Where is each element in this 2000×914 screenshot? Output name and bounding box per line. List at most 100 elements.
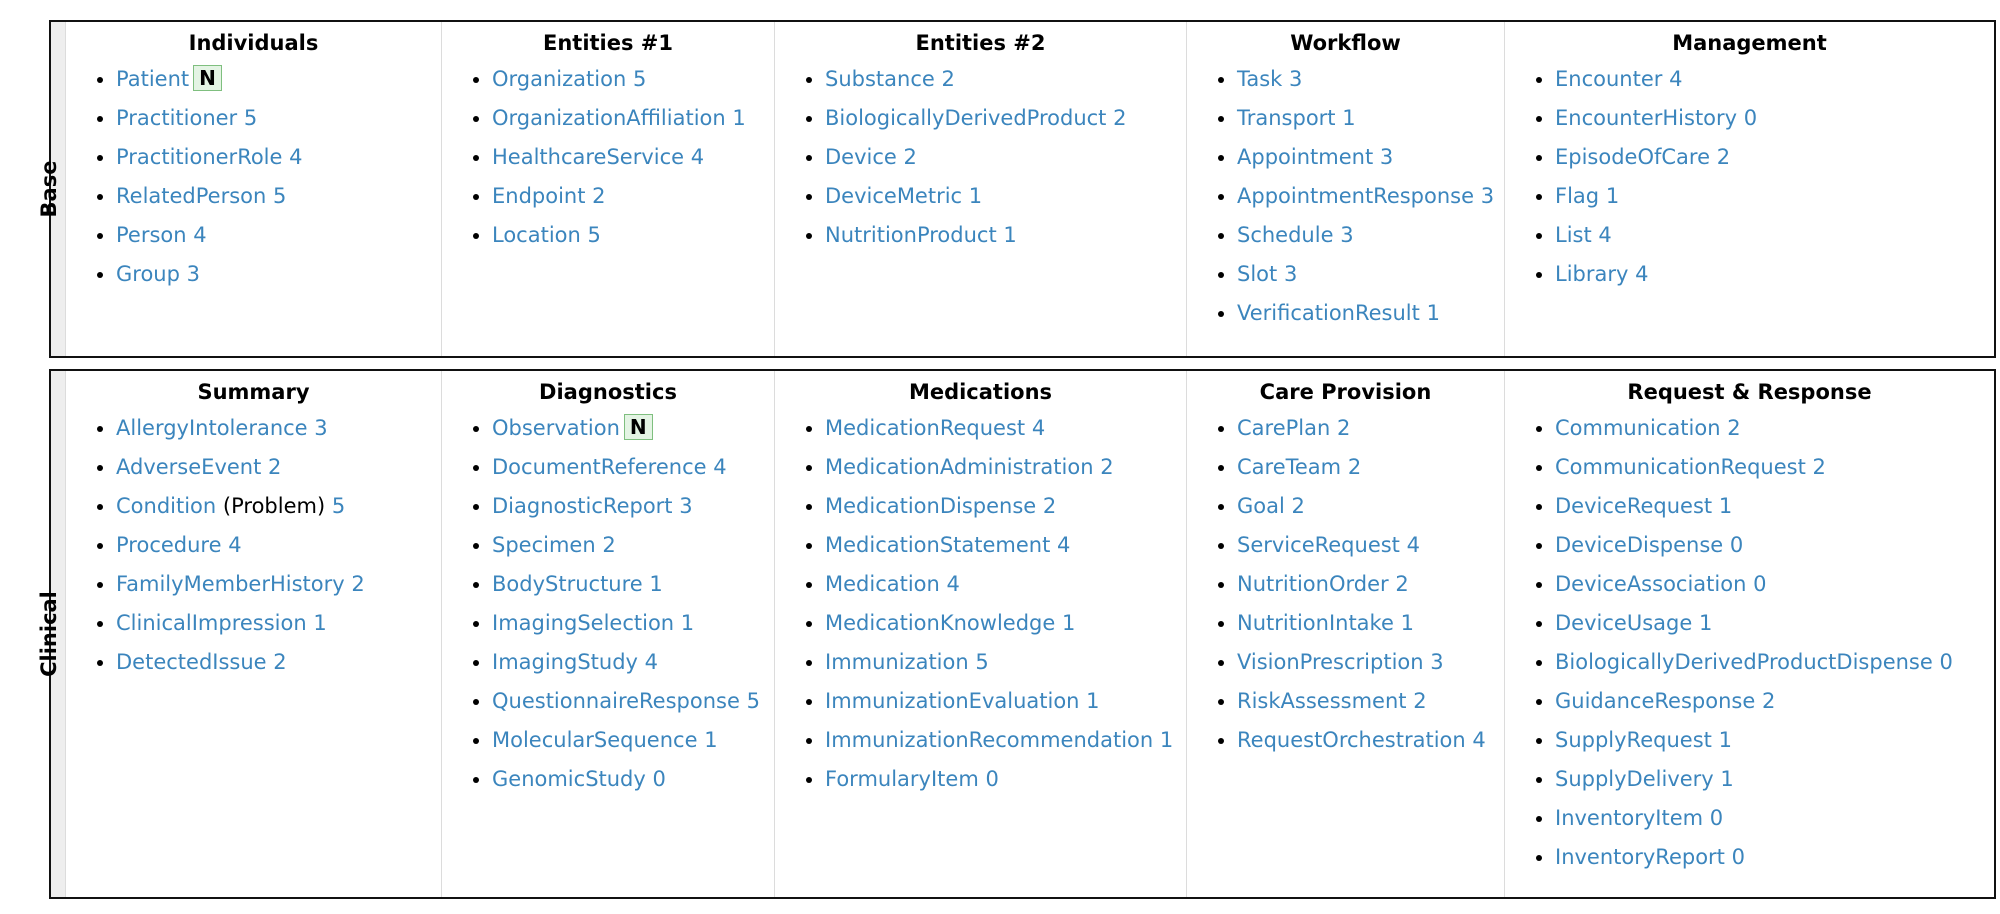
maturity-level-link[interactable]: 1 xyxy=(1400,611,1414,635)
maturity-level-link[interactable]: 4 xyxy=(713,455,727,479)
resource-link-careplan[interactable]: CarePlan xyxy=(1237,416,1331,440)
maturity-level-link[interactable]: 1 xyxy=(313,611,327,635)
resource-link-supplyrequest[interactable]: SupplyRequest xyxy=(1555,728,1712,752)
maturity-level-link[interactable]: 0 xyxy=(1709,806,1724,830)
maturity-level-link[interactable]: 2 xyxy=(1812,455,1826,479)
maturity-level-link[interactable]: 2 xyxy=(592,184,606,208)
maturity-level-link[interactable]: 1 xyxy=(1605,184,1620,208)
resource-link-requestorchestration[interactable]: RequestOrchestration xyxy=(1237,728,1466,752)
resource-link-clinicalimpression[interactable]: ClinicalImpression xyxy=(116,611,307,635)
maturity-level-link[interactable]: 0 xyxy=(1939,650,1953,674)
maturity-level-link[interactable]: 1 xyxy=(1061,611,1076,635)
maturity-level-link[interactable]: 4 xyxy=(289,145,303,169)
resource-link-substance[interactable]: Substance xyxy=(825,67,935,91)
maturity-level-link[interactable]: 4 xyxy=(946,572,960,596)
resource-link-deviceassociation[interactable]: DeviceAssociation xyxy=(1555,572,1747,596)
maturity-level-link[interactable]: 1 xyxy=(680,611,695,635)
maturity-level-link[interactable]: 4 xyxy=(1598,223,1612,247)
resource-link-inventoryitem[interactable]: InventoryItem xyxy=(1555,806,1704,830)
resource-link-location[interactable]: Location xyxy=(492,223,581,247)
maturity-level-link[interactable]: 1 xyxy=(1426,301,1440,325)
maturity-level-link[interactable]: 1 xyxy=(968,184,983,208)
maturity-level-link[interactable]: 2 xyxy=(273,650,287,674)
resource-link-communication[interactable]: Communication xyxy=(1555,416,1721,440)
resource-link-encounter[interactable]: Encounter xyxy=(1555,67,1663,91)
resource-link-imagingselection[interactable]: ImagingSelection xyxy=(492,611,675,635)
maturity-level-link[interactable]: 1 xyxy=(1086,689,1100,713)
resource-link-list[interactable]: List xyxy=(1555,223,1592,247)
maturity-level-link[interactable]: 4 xyxy=(1472,728,1486,752)
maturity-level-link[interactable]: 2 xyxy=(1042,494,1057,518)
maturity-level-link[interactable]: 1 xyxy=(1718,728,1732,752)
maturity-level-link[interactable]: 5 xyxy=(331,494,346,518)
maturity-level-link[interactable]: 3 xyxy=(1289,67,1303,91)
resource-link-communicationrequest[interactable]: CommunicationRequest xyxy=(1555,455,1806,479)
resource-link-observation[interactable]: Observation xyxy=(492,416,620,440)
resource-link-organization[interactable]: Organization xyxy=(492,67,627,91)
resource-link-healthcareservice[interactable]: HealthcareService xyxy=(492,145,685,169)
resource-link-inventoryreport[interactable]: InventoryReport xyxy=(1555,845,1725,869)
resource-link-nutritionorder[interactable]: NutritionOrder xyxy=(1237,572,1389,596)
maturity-level-link[interactable]: 3 xyxy=(1283,262,1298,286)
resource-link-allergyintolerance[interactable]: AllergyIntolerance xyxy=(116,416,308,440)
resource-link-biologicallyderivedproduct[interactable]: BiologicallyDerivedProduct xyxy=(825,106,1107,130)
maturity-level-link[interactable]: 0 xyxy=(1729,533,1744,557)
maturity-level-link[interactable]: 4 xyxy=(1031,416,1046,440)
resource-link-imagingstudy[interactable]: ImagingStudy xyxy=(492,650,638,674)
resource-link-bodystructure[interactable]: BodyStructure xyxy=(492,572,643,596)
maturity-level-link[interactable]: 2 xyxy=(1337,416,1351,440)
maturity-level-link[interactable]: 3 xyxy=(679,494,693,518)
maturity-level-link[interactable]: 0 xyxy=(652,767,666,791)
maturity-level-link[interactable]: 2 xyxy=(602,533,616,557)
maturity-level-link[interactable]: 2 xyxy=(351,572,365,596)
maturity-level-link[interactable]: 4 xyxy=(1635,262,1649,286)
maturity-level-link[interactable]: 0 xyxy=(1731,845,1745,869)
maturity-level-link[interactable]: 0 xyxy=(985,767,999,791)
maturity-level-link[interactable]: 4 xyxy=(193,223,207,247)
resource-link-devicerequest[interactable]: DeviceRequest xyxy=(1555,494,1713,518)
resource-link-familymemberhistory[interactable]: FamilyMemberHistory xyxy=(116,572,345,596)
resource-link-group[interactable]: Group xyxy=(116,262,180,286)
maturity-level-link[interactable]: 1 xyxy=(704,728,718,752)
resource-link-appointmentresponse[interactable]: AppointmentResponse xyxy=(1237,184,1475,208)
maturity-level-link[interactable]: 5 xyxy=(273,184,287,208)
resource-link-immunization[interactable]: Immunization xyxy=(825,650,969,674)
resource-link-diagnosticreport[interactable]: DiagnosticReport xyxy=(492,494,673,518)
maturity-level-link[interactable]: 0 xyxy=(1743,106,1758,130)
resource-link-verificationresult[interactable]: VerificationResult xyxy=(1237,301,1420,325)
resource-link-molecularsequence[interactable]: MolecularSequence xyxy=(492,728,698,752)
maturity-level-link[interactable]: 1 xyxy=(1698,611,1713,635)
resource-link-medicationrequest[interactable]: MedicationRequest xyxy=(825,416,1026,440)
resource-link-endpoint[interactable]: Endpoint xyxy=(492,184,586,208)
maturity-level-link[interactable]: 1 xyxy=(1342,106,1356,130)
maturity-level-link[interactable]: 2 xyxy=(1347,455,1362,479)
maturity-level-link[interactable]: 1 xyxy=(1720,767,1734,791)
resource-link-visionprescription[interactable]: VisionPrescription xyxy=(1237,650,1424,674)
resource-link-person[interactable]: Person xyxy=(116,223,187,247)
maturity-level-link[interactable]: 5 xyxy=(632,67,647,91)
resource-link-task[interactable]: Task xyxy=(1237,67,1283,91)
maturity-level-link[interactable]: 2 xyxy=(1395,572,1409,596)
resource-link-biologicallyderivedproductdispense[interactable]: BiologicallyDerivedProductDispense xyxy=(1555,650,1933,674)
maturity-level-link[interactable]: 2 xyxy=(1100,455,1114,479)
resource-link-immunizationrecommendation[interactable]: ImmunizationRecommendation xyxy=(825,728,1154,752)
resource-link-encounterhistory[interactable]: EncounterHistory xyxy=(1555,106,1738,130)
resource-link-adverseevent[interactable]: AdverseEvent xyxy=(116,455,262,479)
maturity-level-link[interactable]: 2 xyxy=(1113,106,1127,130)
resource-link-medicationknowledge[interactable]: MedicationKnowledge xyxy=(825,611,1056,635)
maturity-level-link[interactable]: 4 xyxy=(644,650,659,674)
resource-link-relatedperson[interactable]: RelatedPerson xyxy=(116,184,267,208)
resource-link-patient[interactable]: Patient xyxy=(116,67,190,91)
maturity-level-link[interactable]: 4 xyxy=(690,145,705,169)
resource-link-immunizationevaluation[interactable]: ImmunizationEvaluation xyxy=(825,689,1080,713)
resource-link-practitionerrole[interactable]: PractitionerRole xyxy=(116,145,283,169)
resource-link-nutritionproduct[interactable]: NutritionProduct xyxy=(825,223,997,247)
resource-link-questionnaireresponse[interactable]: QuestionnaireResponse xyxy=(492,689,740,713)
resource-link-appointment[interactable]: Appointment xyxy=(1237,145,1374,169)
maturity-level-link[interactable]: 1 xyxy=(1718,494,1733,518)
maturity-level-link[interactable]: 2 xyxy=(1413,689,1427,713)
maturity-level-link[interactable]: 4 xyxy=(1057,533,1071,557)
resource-link-flag[interactable]: Flag xyxy=(1555,184,1600,208)
maturity-level-link[interactable]: 2 xyxy=(1761,689,1776,713)
resource-link-servicerequest[interactable]: ServiceRequest xyxy=(1237,533,1400,557)
